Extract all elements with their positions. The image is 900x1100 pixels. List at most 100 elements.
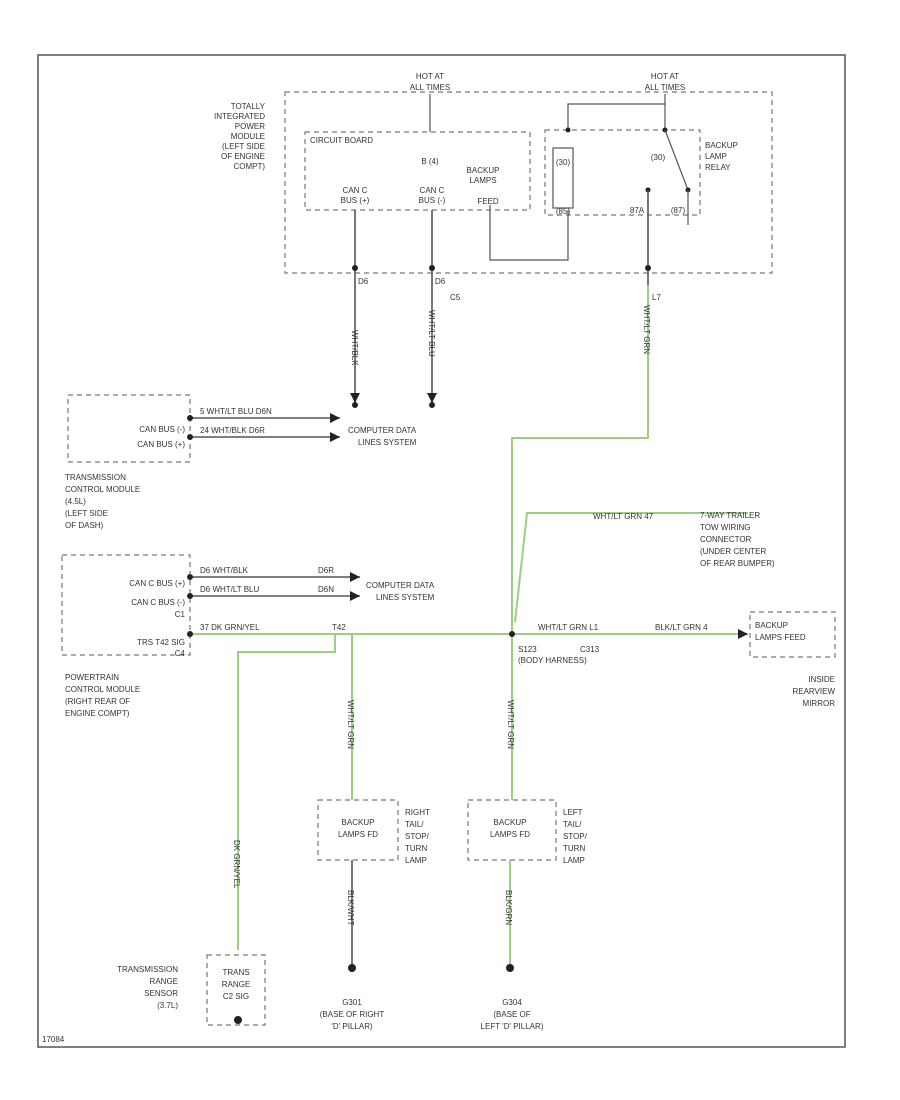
fuse-label: B (4) xyxy=(421,157,439,166)
tcm-wire-1-label: 5 WHT/LT BLU D6N xyxy=(200,407,272,416)
trs-label-1: TRANSMISSION xyxy=(117,965,178,974)
pcm-wire-1-label: D6 WHT/BLK xyxy=(200,566,249,575)
computer-data-1-line2: LINES SYSTEM xyxy=(358,438,417,447)
splice-note: (BODY HARNESS) xyxy=(518,656,587,665)
tcm-arrow-1 xyxy=(330,413,340,423)
right-ground-dot xyxy=(348,964,356,972)
tipm-label-1: TOTALLY xyxy=(231,102,266,111)
trs-label-2: RANGE xyxy=(150,977,178,986)
mirror-arrow xyxy=(738,629,748,639)
right-lamp-label-5: LAMP xyxy=(405,856,427,865)
pcm-c1: C1 xyxy=(175,610,186,619)
hot-at-right-1: HOT AT xyxy=(651,72,679,81)
tipm-pin-2-label: D6 xyxy=(435,277,446,286)
tcm-label-2: CONTROL MODULE xyxy=(65,485,140,494)
can-h-label-1: CAN C xyxy=(343,186,368,195)
tcm-arrow-2 xyxy=(330,432,340,442)
trailer-label-2: TOW WIRING xyxy=(700,523,751,532)
tipm-wire-relay-green xyxy=(511,285,649,800)
computer-data-2-line1: COMPUTER DATA xyxy=(366,581,435,590)
trs-box xyxy=(206,954,266,1026)
tipm-pin-1-dot xyxy=(352,265,358,271)
backup-wire-2-label: BLK/LT GRN 4 xyxy=(655,623,708,632)
trailer-label-1: 7-WAY TRAILER xyxy=(700,511,760,520)
trailer-wire xyxy=(514,512,748,623)
pcm-label-2: CONTROL MODULE xyxy=(65,685,140,694)
can-h-label-2: BUS (+) xyxy=(341,196,370,205)
left-lamp-label-2: TAIL/ xyxy=(563,820,582,829)
tcm-pin-1 xyxy=(187,415,193,421)
ground-left-2: (BASE OF xyxy=(493,1010,530,1019)
tcm-bus-1: CAN BUS (-) xyxy=(139,425,185,434)
left-ground-dot xyxy=(506,964,514,972)
left-lamp-label-3: STOP/ xyxy=(563,832,588,841)
can-l-end xyxy=(429,402,435,408)
tipm-label-2: INTEGRATED xyxy=(214,112,265,121)
tipm-label-3: POWER xyxy=(235,122,265,131)
tcm-wire-2-label: 24 WHT/BLK D6R xyxy=(200,426,265,435)
computer-data-2-line2: LINES SYSTEM xyxy=(376,593,435,602)
left-ground-wire-label: BLK/GRN xyxy=(504,890,513,925)
diagram-frame xyxy=(37,54,846,1048)
trs-wire-run xyxy=(237,634,336,950)
right-lamp-label-4: TURN xyxy=(405,844,427,853)
right-lamp-box-1: BACKUP xyxy=(342,818,375,827)
tcm-label-5: OF DASH) xyxy=(65,521,104,530)
trs-box-3: C2 SIG xyxy=(223,992,249,1001)
right-lamp-box xyxy=(317,799,399,861)
inside-mirror-box-1: BACKUP xyxy=(755,621,788,630)
pcm-arrow-1 xyxy=(350,572,360,582)
pcm-pin-1 xyxy=(187,574,193,580)
wire-label-1: WHT/BLK xyxy=(350,330,359,366)
tcm-label-1: TRANSMISSION xyxy=(65,473,126,482)
tipm-pin-2-dot xyxy=(429,265,435,271)
right-lamp-label-2: TAIL/ xyxy=(405,820,424,829)
pcm-arrow-2 xyxy=(350,591,360,601)
trs-label-4: (3.7L) xyxy=(157,1001,178,1010)
splice-dot xyxy=(509,631,515,637)
pcm-pin-trs xyxy=(187,631,193,637)
inside-mirror-label-2: REARVIEW xyxy=(792,687,835,696)
tipm-label-7: COMPT) xyxy=(233,162,265,171)
pcm-label-3: (RIGHT REAR OF xyxy=(65,697,130,706)
pcm-trs-signal: TRS T42 SIG xyxy=(137,638,185,647)
inside-mirror-label-3: MIRROR xyxy=(803,699,836,708)
pcm-wire-3-label: 37 DK GRN/YEL xyxy=(200,623,260,632)
right-lamp-label-1: RIGHT xyxy=(405,808,430,817)
inside-mirror-box-2: LAMPS FEED xyxy=(755,633,806,642)
trs-ground-dot xyxy=(234,1016,242,1024)
computer-data-1-line1: COMPUTER DATA xyxy=(348,426,417,435)
tipm-box xyxy=(284,91,773,274)
relay-30-label: (30) xyxy=(651,153,666,162)
trailer-label-4: (UNDER CENTER xyxy=(700,547,766,556)
ground-right-3: 'D' PILLAR) xyxy=(331,1022,373,1031)
tcm-pin-2 xyxy=(187,434,193,440)
relay-87a-label: 87A xyxy=(630,206,645,215)
left-lamp-wire-label: WHT/LT GRN xyxy=(506,700,515,749)
tipm-pin-3-label: C5 xyxy=(450,293,461,302)
relay-label-3: RELAY xyxy=(705,163,731,172)
relay-coil-label: (30) xyxy=(556,158,571,167)
can-l-label-2: BUS (-) xyxy=(419,196,446,205)
relay-switch-arm xyxy=(664,129,689,191)
right-lamp-label-3: STOP/ xyxy=(405,832,430,841)
tcm-box xyxy=(67,394,191,463)
pcm-box xyxy=(61,554,191,656)
wire-label-3: WHT/LT GRN xyxy=(642,305,651,354)
splice-label: S123 xyxy=(518,645,537,654)
circuit-board-box xyxy=(304,131,531,211)
tcm-label-4: (LEFT SIDE xyxy=(65,509,108,518)
can-h-arrow xyxy=(350,393,360,403)
trs-wire-label: DK GRN/YEL xyxy=(232,840,241,889)
ground-right-1: G301 xyxy=(342,998,362,1007)
backup-feed-label-3: FEED xyxy=(477,197,499,206)
pcm-wire-2-end: D6N xyxy=(318,585,334,594)
pcm-bus-1: CAN C BUS (+) xyxy=(129,579,185,588)
pcm-label-4: ENGINE COMPT) xyxy=(65,709,130,718)
can-l-label-1: CAN C xyxy=(420,186,445,195)
trs-label-3: SENSOR xyxy=(144,989,178,998)
left-lamp-box-1: BACKUP xyxy=(494,818,527,827)
relay-gnd-label: (85) xyxy=(556,207,571,216)
left-lamp-label-5: LAMP xyxy=(563,856,585,865)
ground-left-3: LEFT 'D' PILLAR) xyxy=(481,1022,544,1031)
